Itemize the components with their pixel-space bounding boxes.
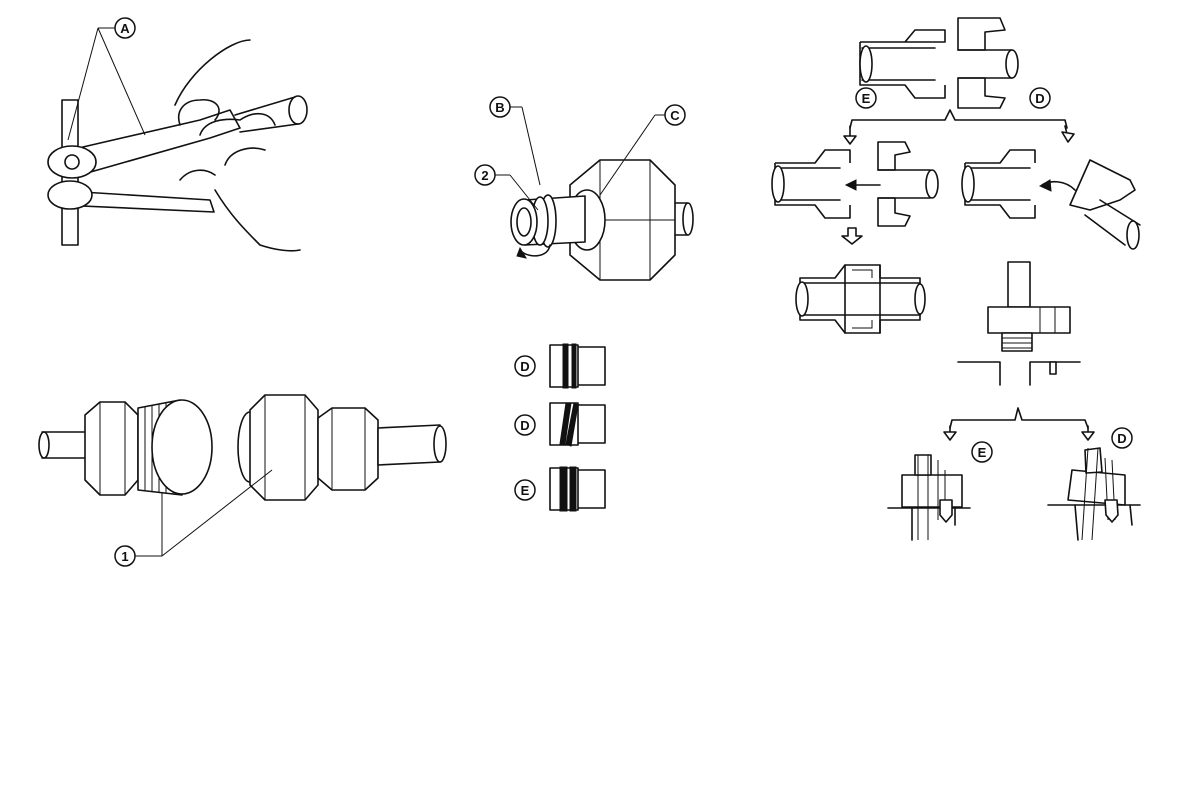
callout-e-fitting-circle (971, 441, 993, 463)
wrench-jaw (64, 154, 80, 170)
pipe-end (288, 95, 308, 125)
lower-wrench-head (47, 180, 93, 210)
callout-d-ring-ok-circle (514, 355, 536, 377)
callout-d-fitting-label: D (1117, 431, 1126, 446)
fitting-d: D (1047, 427, 1141, 541)
callout-e-ring-label: E (521, 483, 530, 498)
fitting-e: E (887, 441, 993, 541)
callout-d-ring-twisted-circle (514, 414, 536, 436)
pipe-body (234, 96, 299, 133)
split-bracket-lower (949, 407, 1089, 429)
down-arrow (841, 227, 863, 245)
female-connector-top-lower (957, 77, 1006, 109)
left-hex-nut (84, 401, 139, 496)
callout-d-union-circle (1029, 87, 1051, 109)
panel-wrench-tightening: A (47, 17, 308, 252)
oring-row-e: E (514, 466, 606, 512)
fitting-tube (1007, 261, 1031, 308)
assembled-connector (799, 264, 921, 334)
callout-b-circle (489, 96, 511, 118)
panel-fitting-assembly: 1 (38, 394, 447, 567)
female-connector-angled (1069, 159, 1136, 211)
male-connector-top (859, 29, 946, 99)
female-connector-top-upper (957, 17, 1006, 51)
callout-b-label: B (495, 100, 504, 115)
callout-c-circle (664, 104, 686, 126)
oring-row-correct: D (514, 343, 606, 389)
cap-face (151, 399, 213, 495)
oring-row-twisted: D (514, 402, 606, 447)
callout-d-union-label: D (1035, 91, 1044, 106)
right-pipe (377, 424, 441, 466)
fitting-block (987, 306, 1071, 334)
rotation-arrow (521, 244, 551, 257)
callout-e-ring-circle (514, 479, 536, 501)
split-bracket (849, 109, 1068, 129)
callout-d-ring-ok-label: D (520, 359, 529, 374)
callout-1-circle (114, 545, 136, 567)
male-connector-right (964, 149, 1036, 219)
panel-oring-install: B C 2 (474, 96, 694, 281)
callout-e-fitting-label: E (978, 445, 987, 460)
callout-d-fitting-circle (1111, 427, 1133, 449)
right-fitting-body (249, 394, 319, 501)
callout-a-circle (114, 17, 136, 39)
right-hex-nut (317, 407, 379, 491)
callout-1-label: 1 (121, 549, 128, 564)
callout-d-ring-twisted-label: D (520, 418, 529, 433)
hand-outline (174, 39, 301, 252)
male-connector-left (774, 149, 851, 219)
callout-a-label: A (120, 21, 130, 36)
callout-2-circle (474, 164, 496, 186)
panel-oring-condition: D D E (514, 343, 606, 512)
callout-c-label: C (670, 108, 680, 123)
callout-e-union-circle (855, 87, 877, 109)
left-pipe (41, 431, 86, 459)
callout-e-union-label: E (862, 91, 871, 106)
panel-block-fitting: E D (887, 261, 1141, 541)
panel-quick-connector: E D (771, 17, 1141, 334)
callout-2-label: 2 (481, 168, 488, 183)
